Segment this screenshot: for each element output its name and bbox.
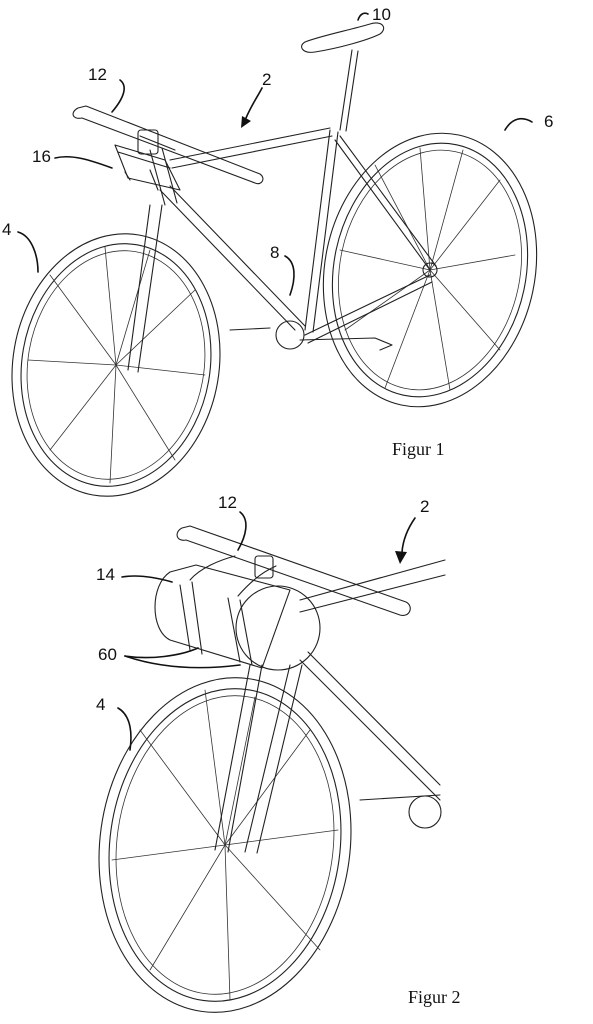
label-6: 6	[544, 112, 553, 131]
label-4: 4	[2, 220, 11, 239]
figure-2-caption: Figur 2	[408, 987, 461, 1007]
figure-1-labels: 10 12 2 6 16 4 8	[2, 5, 553, 262]
label-12: 12	[218, 493, 237, 512]
bicycle-frame	[214, 559, 446, 854]
bag-14	[154, 555, 321, 671]
figure-1-bicycle: 10 12 2 6 16 4 8 Figur 1	[2, 5, 553, 497]
front-wheel	[11, 233, 221, 497]
label-2: 2	[262, 70, 271, 89]
label-16: 16	[32, 147, 51, 166]
figure-1-leader-lines	[17, 12, 533, 296]
front-wheel	[98, 677, 352, 1013]
handlebar	[176, 525, 411, 617]
figure-2-labels: 12 2 14 60 4	[96, 493, 429, 714]
figure-1-caption: Figur 1	[392, 439, 445, 459]
rear-wheel	[322, 132, 538, 408]
figure-2-leader-lines	[117, 511, 416, 751]
bicycle-frame	[127, 22, 437, 373]
label-14: 14	[96, 565, 115, 584]
holder-16	[114, 129, 181, 191]
label-4: 4	[96, 695, 105, 714]
label-10: 10	[372, 5, 391, 24]
label-60: 60	[98, 645, 117, 664]
label-12: 12	[88, 65, 107, 84]
label-8: 8	[270, 243, 279, 262]
figure-2-bicycle: 12 2 14 60 4 Figur 2	[96, 493, 461, 1013]
label-2: 2	[420, 497, 429, 516]
